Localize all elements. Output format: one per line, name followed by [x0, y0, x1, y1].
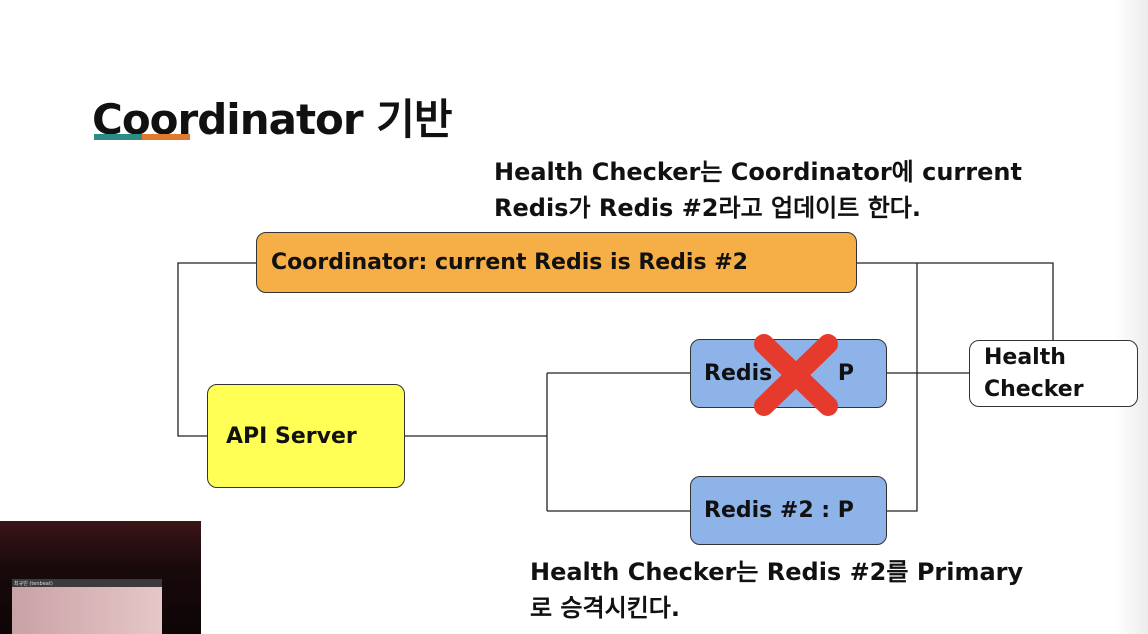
health-checker-line-2: Checker [984, 376, 1084, 402]
line-coordinator-health [857, 262, 1054, 340]
top-annotation: Health Checker는 Coordinator에 current Red… [494, 154, 1022, 226]
redis-2-box: Redis #2 : P [690, 476, 887, 545]
redis-2-label: Redis #2 : P [704, 498, 854, 523]
bottom-annotation: Health Checker는 Redis #2를 Primary 로 승격시킨… [530, 554, 1023, 626]
title-underline [94, 134, 190, 140]
top-annotation-line-2: Redis가 Redis #2라고 업데이트 한다. [494, 194, 921, 222]
failure-cross-icon [754, 334, 838, 416]
coordinator-box: Coordinator: current Redis is Redis #2 [256, 232, 857, 293]
underline-orange-segment [142, 134, 190, 140]
webcam-laptop-screen [12, 579, 162, 634]
speaker-webcam-overlay: 최규빈 (tenbeat) [0, 521, 201, 634]
api-server-box: API Server [207, 384, 405, 488]
redis-1-primary-label: P [837, 361, 854, 386]
line-coordinator-redis2 [887, 263, 918, 512]
bottom-annotation-line-2: 로 승격시킨다. [530, 594, 680, 622]
underline-teal-segment [94, 134, 142, 140]
line-coordinator-api [177, 262, 256, 437]
health-checker-box: Health Checker [969, 340, 1138, 407]
bottom-annotation-line-1: Health Checker는 Redis #2를 Primary [530, 558, 1024, 586]
top-annotation-line-1: Health Checker는 Coordinator에 current [494, 158, 1022, 186]
api-server-label: API Server [226, 423, 357, 449]
webcam-screen-text: 최규빈 (tenbeat) [14, 581, 53, 587]
slide-edge-shadow [1114, 0, 1148, 634]
health-checker-line-1: Health [984, 344, 1066, 370]
redis-1-box: Redis P [690, 339, 887, 408]
coordinator-label: Coordinator: current Redis is Redis #2 [271, 250, 748, 275]
redis-1-label: Redis [704, 361, 773, 386]
